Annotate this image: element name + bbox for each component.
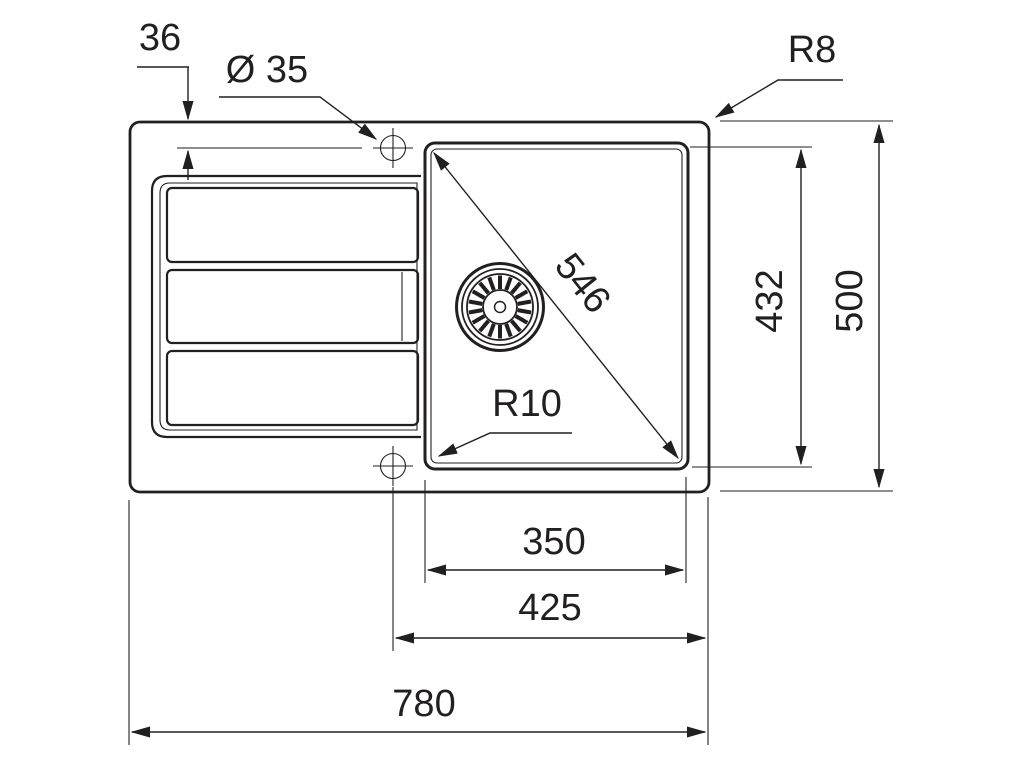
dim-label-780: 780 bbox=[392, 683, 455, 725]
drainboard-groove-1 bbox=[165, 186, 420, 264]
dimension-line bbox=[433, 151, 679, 460]
bowl-inner-rim bbox=[430, 148, 683, 464]
sink-outer-outline bbox=[128, 120, 711, 494]
leader-line bbox=[714, 79, 843, 118]
faucet-hole-top-icon bbox=[373, 128, 413, 168]
dim-bowl-width: 350 bbox=[424, 477, 687, 583]
dim-hole-diameter: Ø 35 bbox=[219, 49, 378, 140]
dim-label-r8: R8 bbox=[788, 29, 837, 71]
dim-outer-corner-radius: R8 bbox=[714, 29, 843, 118]
drainboard-outer-edge bbox=[150, 174, 421, 439]
dim-label-500: 500 bbox=[829, 269, 871, 332]
dim-label-425: 425 bbox=[518, 587, 581, 629]
leader-line bbox=[219, 96, 378, 140]
faucet-hole-bottom-icon bbox=[373, 446, 413, 486]
drainboard-inner-edge bbox=[159, 182, 418, 431]
sink-body bbox=[128, 120, 711, 494]
dim-label-r10: R10 bbox=[492, 383, 562, 425]
dim-hole-to-edge-width: 425 bbox=[392, 487, 709, 745]
drainboard bbox=[150, 174, 421, 439]
dim-label-350: 350 bbox=[522, 521, 585, 563]
dim-hole-edge-distance: 36 bbox=[137, 17, 362, 180]
dim-overall-width: 780 bbox=[128, 500, 707, 745]
drainboard-groove-2 bbox=[165, 268, 420, 345]
dim-overall-front-to-back: 500 bbox=[720, 120, 893, 492]
dim-label-dia35: Ø 35 bbox=[226, 49, 308, 91]
drain-strainer-icon bbox=[455, 262, 545, 352]
dim-bowl-corner-radius: R10 bbox=[437, 383, 572, 457]
dim-label-432: 432 bbox=[749, 269, 791, 332]
leader-line bbox=[437, 432, 572, 457]
dim-bowl-front-to-back: 432 bbox=[690, 146, 812, 468]
dim-label-36: 36 bbox=[139, 17, 181, 59]
drainboard-groove-3 bbox=[165, 349, 420, 427]
